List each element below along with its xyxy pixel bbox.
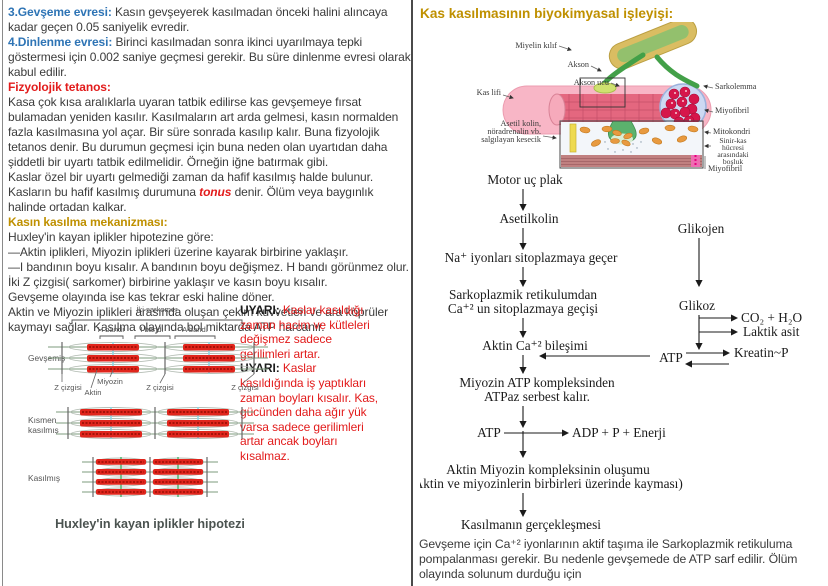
bracket-iki-sarkomer xyxy=(71,319,243,324)
heading-kasilma-mekanizmasi: Kasın kasılma mekanizması: xyxy=(8,215,168,229)
tonus-pre: Kaslar özel bir uyartı gelmediği zaman d… xyxy=(8,170,374,199)
label-kismen: Kısmen xyxy=(28,415,57,425)
page-divider xyxy=(411,0,413,586)
muscle-cross-section xyxy=(659,83,707,131)
label-z-cizgisi-2: Z çizgisi xyxy=(146,383,174,392)
huxley-diagram: İki sarkomer H bandı I bandı A bandı Gev… xyxy=(28,305,268,531)
flow-kasilmanin-gerceklesmesi: Kasılmanın gerçekleşmesi xyxy=(461,517,601,532)
uyari-2-label: UYARI: xyxy=(240,361,280,376)
left-page-text: 3.Gevşeme evresi: Kasın gevşeyerek kasıl… xyxy=(8,5,412,335)
label-kismen-kasilmis: kasılmış xyxy=(28,425,59,435)
label-a-bandi: A bandı xyxy=(182,325,208,334)
gevseme-text: Kasın gevşeyerek kasılmadan önceki halin… xyxy=(8,5,388,34)
flow-glikoz: Glikoz xyxy=(679,298,715,313)
flow-miyozin-line1: Miyozin ATP kompleksinden xyxy=(459,375,615,390)
heading-fizyolojik-tetanos: Fizyolojik tetanos: xyxy=(8,80,111,94)
mitochondria xyxy=(579,124,699,147)
label-mitokondri: Mitokondri xyxy=(713,127,751,136)
biochemical-flowchart: Motor uç plak Asetilkolin Na⁺ iyonları s… xyxy=(420,172,802,532)
label-kesecik-line3: salgılayan kesecik xyxy=(481,135,542,144)
mechanism-line-5: Aktin ve Miyozin iplikleri arasında oluş… xyxy=(8,305,388,334)
label-kesecik-line1: Asetil kolin, xyxy=(501,119,541,128)
label-bosluk-line4: boşluk xyxy=(723,157,743,166)
tetanos-paragraph: Kasa çok kısa aralıklarla uyaran tatbik … xyxy=(8,95,399,169)
label-gevsemis: Gevşemiş xyxy=(28,353,65,363)
flow-glikojen: Glikojen xyxy=(678,221,725,236)
bracket-i-bandi xyxy=(134,335,171,339)
right-footer-paragraph: Gevşeme için Ca⁺² iyonlarının aktif taşı… xyxy=(419,537,828,583)
bracket-h-bandi xyxy=(99,335,124,339)
label-bosluk-line2: hücresi xyxy=(722,143,744,152)
mechanism-line-1: Huxley'in kayan iplikler hipotezine göre… xyxy=(8,230,214,244)
label-z-cizgisi-1: Z çizgisi xyxy=(54,383,82,392)
neuromuscular-junction-diagram: Miyelin kılıf Akson Akson ucu Kas lifi S… xyxy=(477,22,757,173)
flow-kreatin-p: Kreatin~P xyxy=(734,345,788,360)
flow-atp-left: ATP xyxy=(477,425,501,440)
uyari-2-text: Kaslar kasıldığında iş yaptıkları zaman … xyxy=(240,361,379,463)
label-bosluk-line3: arasındaki xyxy=(717,150,748,159)
axon-terminal-blob xyxy=(593,82,617,94)
left-page-border xyxy=(2,0,3,586)
label-i-bandi: I bandı xyxy=(140,325,163,334)
flow-miyozin-line2: ATPaz serbest kalır. xyxy=(484,389,590,404)
tonus-paragraph: Kaslar özel bir uyartı gelmediği zaman d… xyxy=(8,170,412,215)
paragraph-gevseme: 3.Gevşeme evresi: Kasın gevşeyerek kasıl… xyxy=(8,5,412,35)
flow-energy-branch: Glikojen Glikoz CO₂ + H₂O Laktik asit AT… xyxy=(538,221,802,368)
mechanism-line-4: Gevşeme olayında ise kas tekrar eski hal… xyxy=(8,290,275,304)
flow-aktin-ca: Aktin Ca⁺² bileşimi xyxy=(482,338,588,353)
label-z-cizgisi-3: Z çizgisi xyxy=(231,383,259,392)
heading-gevseme-evresi: 3.Gevşeme evresi: xyxy=(8,5,112,19)
uyari-1: UYARI: Kaslar kasıldığı zaman hacim ve k… xyxy=(240,303,382,361)
label-miyofibril-2: Miyofibril xyxy=(708,164,743,173)
flow-adp-enerji: ADP + P + Enerji xyxy=(572,425,666,440)
junction-zoom-box xyxy=(579,77,626,108)
flow-sarkoplazmik-line2: Ca⁺² un sitoplazmaya geçişi xyxy=(448,301,599,316)
sarcomere-row-relaxed: Gevşemiş Miyozin Z çizgisi Aktin xyxy=(28,342,268,397)
flow-co2-h2o: CO₂ + H₂O xyxy=(741,310,802,325)
label-aktin: Aktin xyxy=(85,388,102,397)
label-sarkolemma: Sarkolemma xyxy=(715,82,757,91)
flow-asetilkolin: Asetilkolin xyxy=(499,211,558,226)
paragraph-dinlenme: 4.Dinlenme evresi: Birinci kasılmadan so… xyxy=(8,35,412,80)
huxley-caption: Huxley'in kayan iplikler hipotezi xyxy=(55,517,245,531)
flow-sarkoplazmik-line1: Sarkoplazmik retikulumdan xyxy=(449,287,597,302)
dinlenme-text: Birinci kasılmadan sonra ikinci uyarılma… xyxy=(8,35,411,79)
label-kasilmis: Kasılmış xyxy=(28,473,60,483)
label-kas-lifi: Kas lifi xyxy=(477,88,502,97)
label-bosluk-line1: Sinir-kas xyxy=(719,136,746,145)
uyari-1-label: UYARI: xyxy=(240,303,280,317)
flow-laktik-asit: Laktik asit xyxy=(743,324,800,339)
flow-kompleks-line1: Aktin Miyozin kompleksinin oluşumu xyxy=(446,462,650,477)
tonus-post: denir. Ölüm veya baygınlık halinde ortad… xyxy=(8,185,374,214)
mechanism-line-2: —Aktin iplikleri, Miyozin iplikleri üzer… xyxy=(8,245,349,259)
flow-kompleks-line2: (Aktin ve miyozinlerin birbirleri üzerin… xyxy=(420,476,683,491)
uyari-warning-block: UYARI: Kaslar kasıldığı zaman hacim ve k… xyxy=(240,303,382,464)
right-page-title: Kas kasılmasının biyokimyasal işleyişi: xyxy=(420,6,674,21)
uyari-1-text: Kaslar kasıldığı zaman hacim ve kütleler… xyxy=(240,303,370,361)
myelin-sheath xyxy=(608,22,698,70)
label-miyelin-kilif: Miyelin kılıf xyxy=(515,41,557,50)
flow-motor-uc-plak: Motor uç plak xyxy=(487,172,563,187)
tonus-term: tonus xyxy=(199,185,232,199)
heading-dinlenme-evresi: 4.Dinlenme evresi: xyxy=(8,35,113,49)
label-iki-sarkomer: İki sarkomer xyxy=(136,305,178,314)
label-kesecik-line2: nöradrenalin vb. xyxy=(487,127,541,136)
uyari-2: UYARI: Kaslar kasıldığında iş yaptıkları… xyxy=(240,361,382,463)
footer-text: Gevşeme için Ca⁺² iyonlarının aktif taşı… xyxy=(419,537,798,582)
label-akson: Akson xyxy=(568,60,589,69)
label-miyozin: Miyozin xyxy=(97,377,123,386)
sarcomere-row-partial: Kısmen kasılmış xyxy=(28,407,254,439)
bracket-a-bandi xyxy=(174,335,216,339)
flow-atp-right: ATP xyxy=(659,350,683,365)
flow-main-chain: Motor uç plak Asetilkolin Na⁺ iyonları s… xyxy=(420,172,683,532)
flow-na-iyonlari: Na⁺ iyonları sitoplazmaya geçer xyxy=(445,250,618,265)
mechanism-line-3: —I bandının boyu kısalır. A bandının boy… xyxy=(8,260,409,289)
synapse-inset xyxy=(559,120,704,169)
ion-channel-bar xyxy=(569,123,577,153)
sarcomere-row-contracted: Kasılmış xyxy=(28,457,218,497)
label-akson-ucu: Akson ucu xyxy=(574,78,609,87)
label-h-bandi: H bandı xyxy=(98,325,125,334)
axon-strands xyxy=(601,52,700,89)
label-miyofibril-1: Miyofibril xyxy=(715,106,750,115)
